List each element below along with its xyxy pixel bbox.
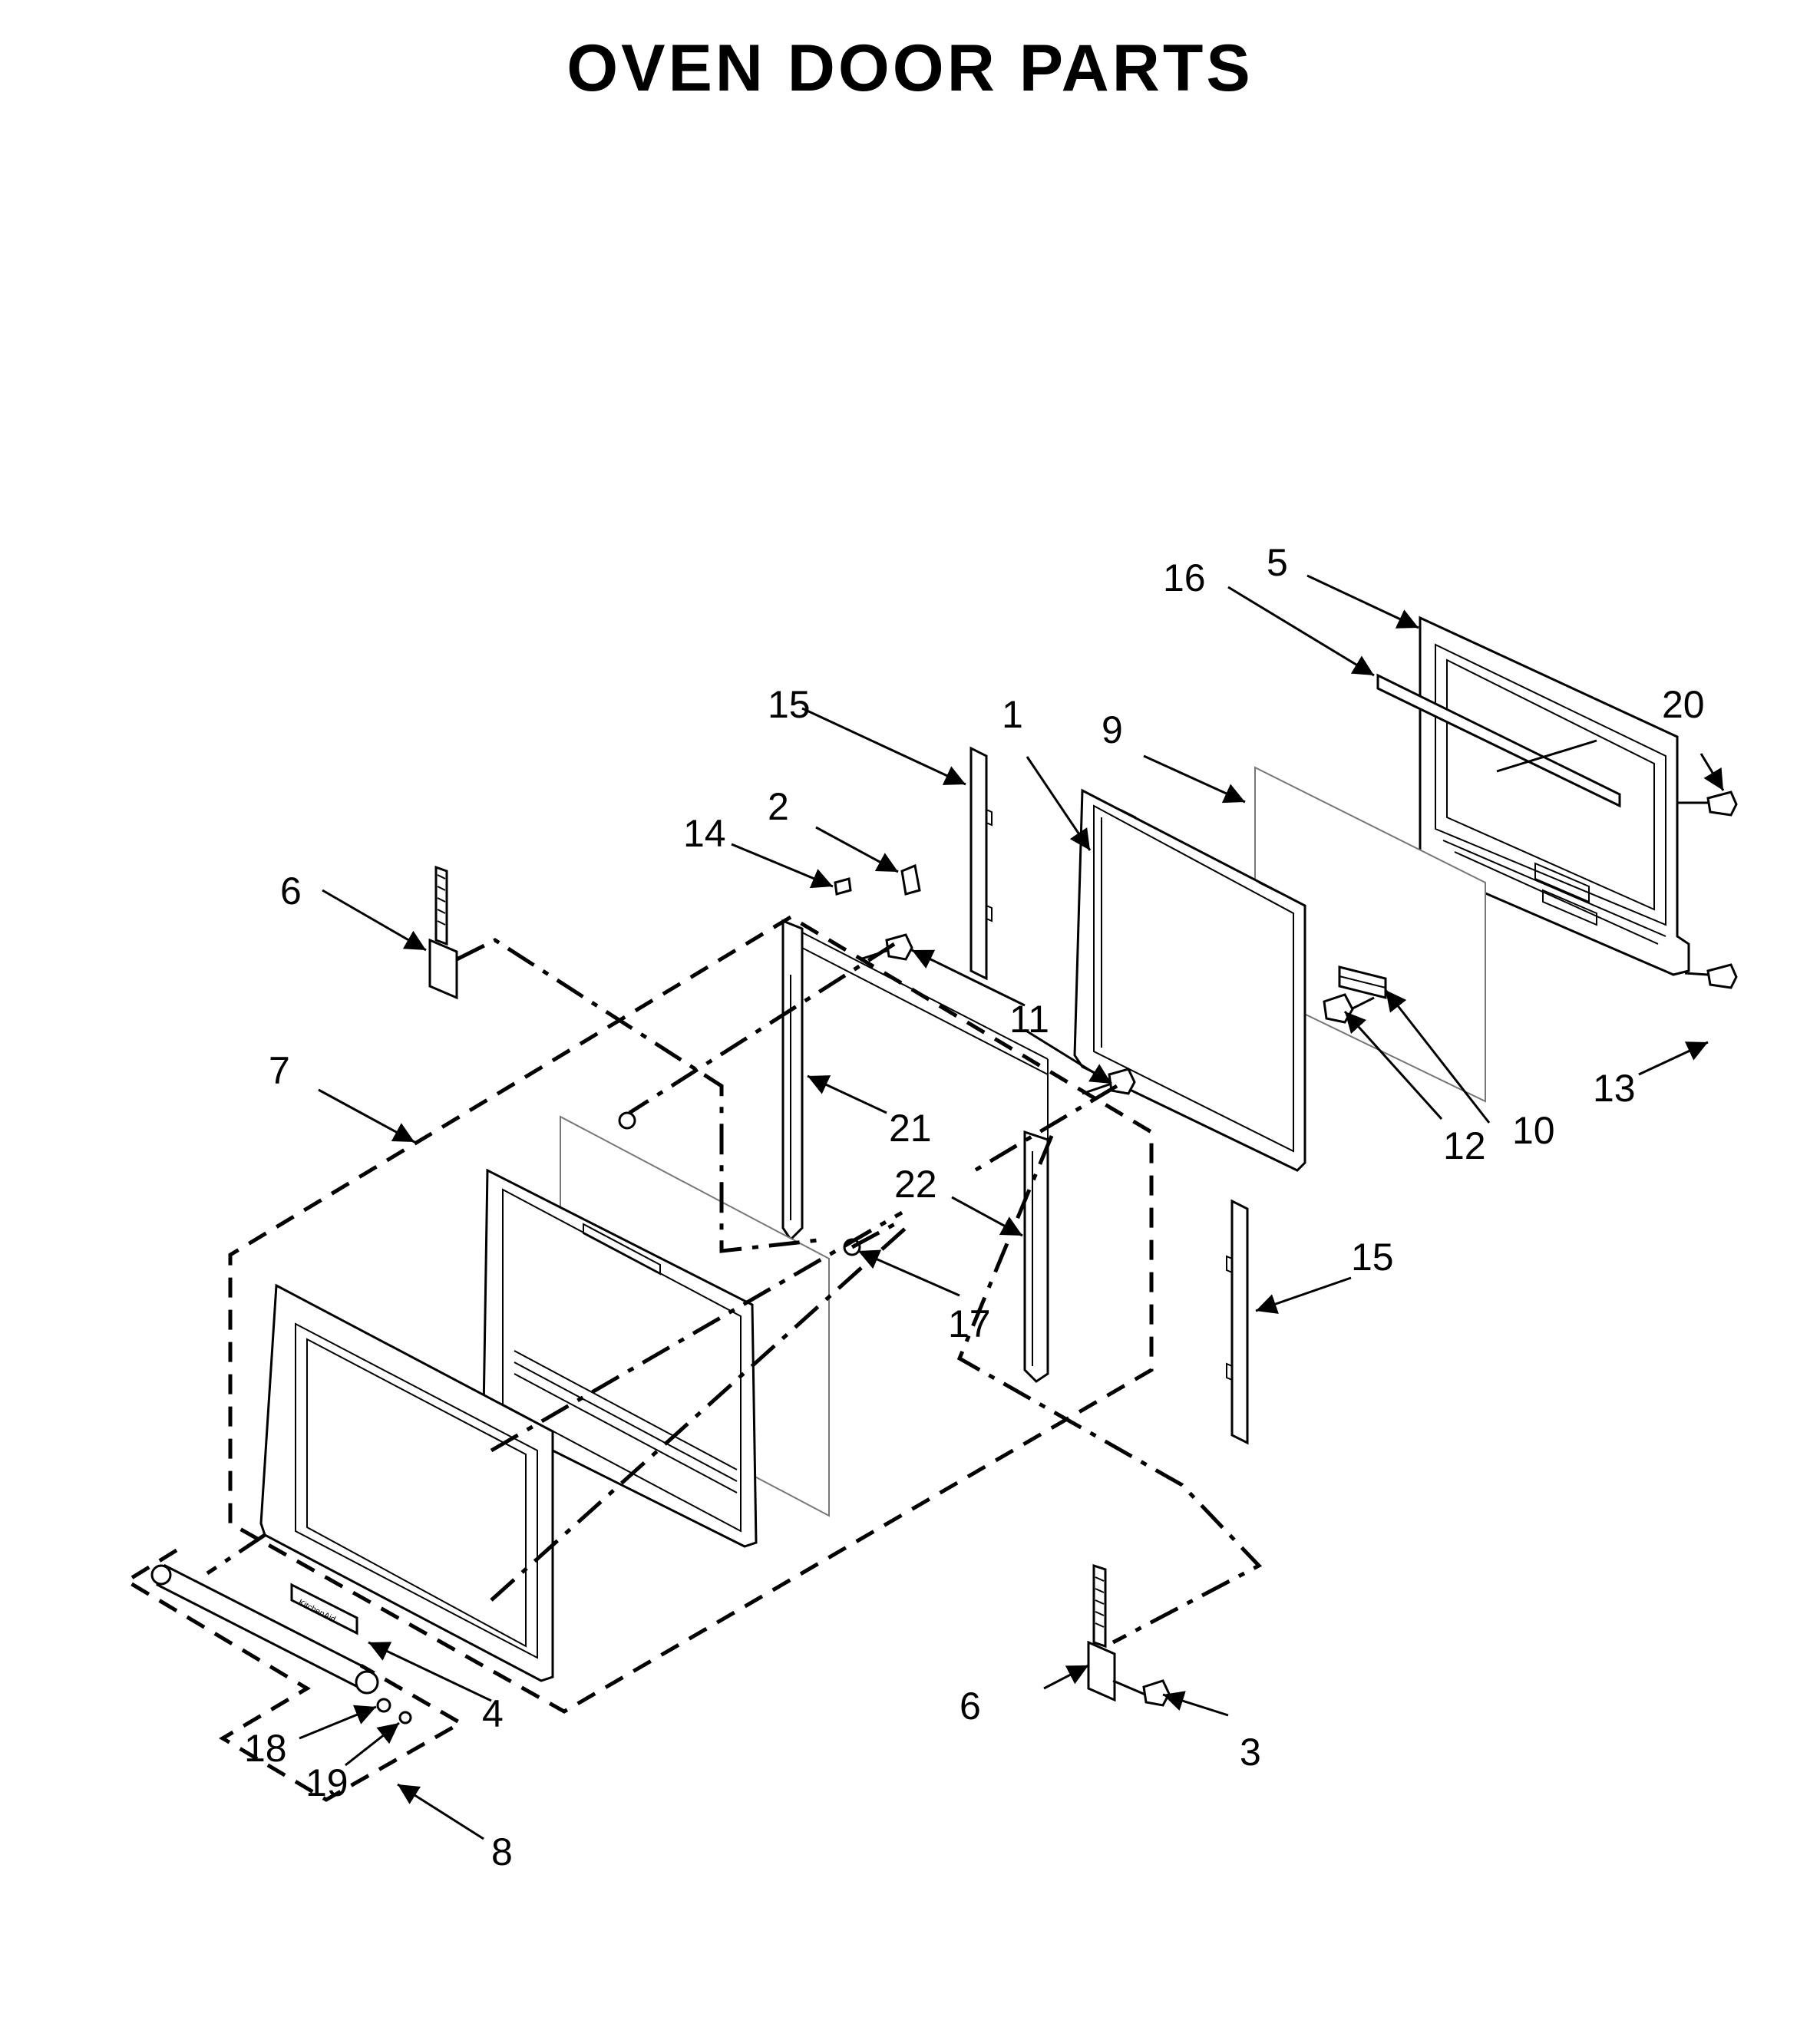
callout-12: 12 [1443,1124,1486,1167]
screw-part-11-upper [859,933,913,961]
callout-8: 8 [491,1830,513,1873]
nut-part-19 [398,1711,412,1725]
washer-part-21 [618,1111,636,1130]
callout-21: 21 [889,1107,932,1150]
callout-17: 17 [948,1302,991,1345]
door-channel-part-22 [1023,1059,1049,1383]
side-strip-part-15-lower [1226,1199,1249,1445]
callout-3: 3 [1240,1731,1261,1774]
callout-10: 10 [1512,1109,1555,1152]
screw-part-20 [1677,790,1738,817]
callout-18: 18 [244,1727,287,1770]
page-title: OVEN DOOR PARTS [566,31,1254,105]
callout-6a: 6 [280,870,302,913]
trim-bar-part-16 [1376,673,1621,808]
leader-arrows [299,574,1725,1840]
callout-9: 9 [1102,708,1123,751]
callout-5: 5 [1267,541,1288,584]
callout-16: 16 [1163,556,1206,599]
assembly-outline-part-7 [228,915,1154,1714]
callout-13: 13 [1593,1067,1636,1110]
callout-19: 19 [306,1761,348,1804]
screw-part-13 [1684,963,1738,989]
screw-part-3 [1112,1679,1171,1707]
callout-11: 11 [1009,998,1049,1041]
callout-1: 1 [1002,693,1023,736]
callout-7: 7 [269,1049,290,1092]
screw-part-18 [376,1698,391,1713]
handle-kit-outline-part-8 [123,1548,465,1802]
callout-2: 2 [768,785,789,828]
hinge-part-6-lower [1087,1563,1116,1702]
clip-part-2 [900,863,921,896]
handle-part-8 [150,1563,379,1695]
clip-part-14 [834,877,852,896]
badge-part-4: KitchenAid [290,1583,358,1635]
callout-4: 4 [482,1692,504,1735]
alignment-lines [206,938,1263,1645]
callout-15b: 15 [1351,1236,1394,1279]
callout-14: 14 [683,812,726,855]
callout-15a: 15 [768,683,811,726]
callout-6b: 6 [960,1685,981,1728]
callout-20: 20 [1662,683,1705,726]
outer-door-panel [259,1283,554,1682]
hinge-part-6-upper [428,865,458,1000]
callout-22: 22 [894,1163,937,1206]
side-strip-part-15-upper [969,746,993,981]
